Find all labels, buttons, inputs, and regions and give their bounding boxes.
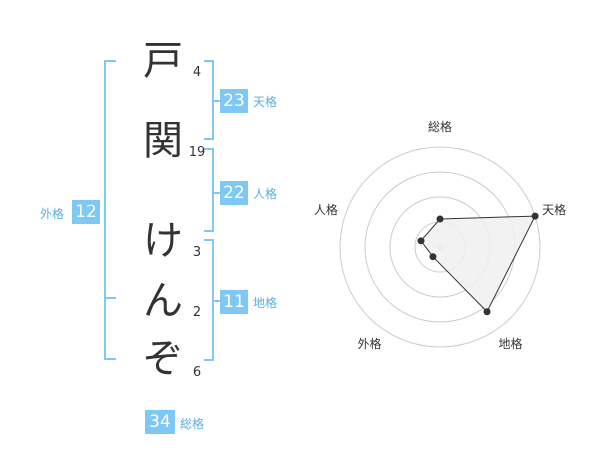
name-char-1: 戸 <box>143 38 183 84</box>
jinkaku-connector <box>214 192 220 194</box>
tenkaku-connector <box>214 100 220 102</box>
radar-points <box>417 212 539 316</box>
stroke-count-1: 4 <box>192 65 202 80</box>
stroke-count-3: 3 <box>192 245 202 260</box>
radar-axis-label: 天格 <box>542 202 566 217</box>
chikaku-bracket <box>204 239 214 361</box>
soukaku-label: 総格 <box>180 417 205 431</box>
tenkaku-bracket <box>204 60 214 140</box>
radar-axis-label: 外格 <box>357 336 381 351</box>
radar-point <box>429 253 437 261</box>
radar-polygon <box>420 215 536 313</box>
radar-point <box>483 308 491 316</box>
bracket-tick <box>106 297 116 299</box>
tenkaku-value-box: 23 <box>220 89 248 113</box>
name-char-4: ん <box>143 278 183 324</box>
jinkaku-label: 人格 <box>253 187 278 201</box>
radar-axis-label: 地格 <box>499 336 523 351</box>
stroke-count-2: 19 <box>188 145 206 160</box>
stroke-count-4: 2 <box>192 305 202 320</box>
name-char-3: け <box>143 218 183 264</box>
gaikaku-bracket <box>104 60 116 360</box>
name-char-5: ぞ <box>143 336 183 382</box>
radar-axis-label: 総格 <box>428 119 452 134</box>
soukaku-value-box: 34 <box>145 410 175 434</box>
radar-point <box>531 212 539 220</box>
radar-axis-label: 人格 <box>314 202 338 217</box>
name-char-2: 関 <box>143 118 183 164</box>
gaikaku-label: 外格 <box>40 207 65 221</box>
stroke-count-5: 6 <box>192 365 202 380</box>
jinkaku-bracket <box>204 148 214 232</box>
chikaku-label: 地格 <box>253 296 278 310</box>
tenkaku-label: 天格 <box>253 95 278 109</box>
jinkaku-value-box: 22 <box>220 181 248 205</box>
chikaku-value-box: 11 <box>220 290 248 314</box>
radar-ring <box>339 146 541 348</box>
radar-point <box>436 215 444 223</box>
gaikaku-value-box: 12 <box>72 200 100 224</box>
chikaku-connector <box>214 300 220 302</box>
radar-point <box>417 237 425 245</box>
